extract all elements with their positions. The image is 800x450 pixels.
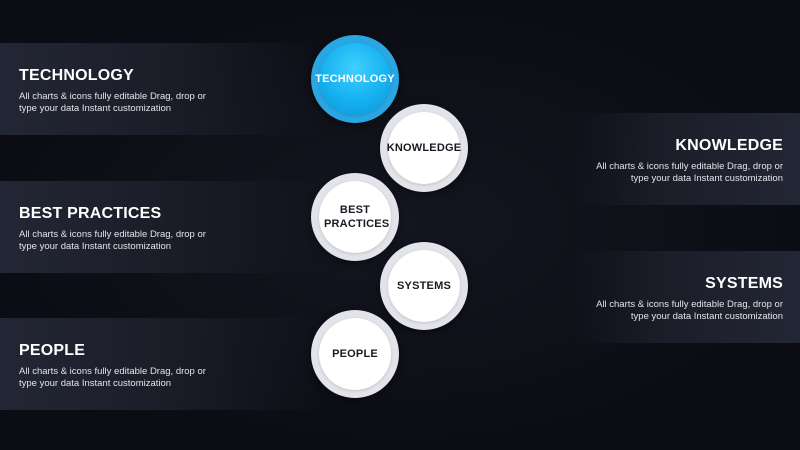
- panel-people: PEOPLE All charts & icons fully editable…: [0, 318, 320, 410]
- panel-title-systems: SYSTEMS: [705, 275, 783, 292]
- circle-label-systems: SYSTEMS: [397, 280, 451, 292]
- panel-title-technology: TECHNOLOGY: [19, 67, 134, 84]
- circle-label-technology: TECHNOLOGY: [315, 73, 395, 85]
- circle-systems: SYSTEMS: [380, 242, 468, 330]
- circle-knowledge: KNOWLEDGE: [380, 104, 468, 192]
- circle-people-inner: PEOPLE: [319, 318, 391, 390]
- circle-label-knowledge: KNOWLEDGE: [386, 142, 462, 154]
- circle-technology: TECHNOLOGY: [311, 35, 399, 123]
- circle-best-practices-inner: BEST PRACTICES: [319, 181, 391, 253]
- panel-description-best-practices: All charts & icons fully editable Drag, …: [19, 229, 206, 252]
- panel-technology: TECHNOLOGY All charts & icons fully edit…: [0, 43, 320, 135]
- panel-title-knowledge: KNOWLEDGE: [675, 137, 783, 154]
- panel-title-best-practices: BEST PRACTICES: [19, 205, 162, 222]
- panel-best-practices: BEST PRACTICES All charts & icons fully …: [0, 181, 320, 273]
- panel-description-people: All charts & icons fully editable Drag, …: [19, 366, 206, 389]
- panel-systems: SYSTEMS All charts & icons fully editabl…: [572, 251, 800, 343]
- panel-description-systems: All charts & icons fully editable Drag, …: [596, 299, 783, 322]
- panel-description-knowledge: All charts & icons fully editable Drag, …: [596, 161, 783, 184]
- circle-people: PEOPLE: [311, 310, 399, 398]
- circle-best-practices: BEST PRACTICES: [311, 173, 399, 261]
- panel-knowledge: KNOWLEDGE All charts & icons fully edita…: [572, 113, 800, 205]
- panel-description-technology: All charts & icons fully editable Drag, …: [19, 91, 206, 114]
- circle-systems-inner: SYSTEMS: [388, 250, 460, 322]
- circle-technology-inner: TECHNOLOGY: [315, 43, 395, 115]
- circle-knowledge-inner: KNOWLEDGE: [386, 112, 462, 184]
- panel-title-people: PEOPLE: [19, 342, 86, 359]
- circle-label-best-practices: BEST PRACTICES: [324, 204, 390, 230]
- circle-label-people: PEOPLE: [332, 348, 378, 360]
